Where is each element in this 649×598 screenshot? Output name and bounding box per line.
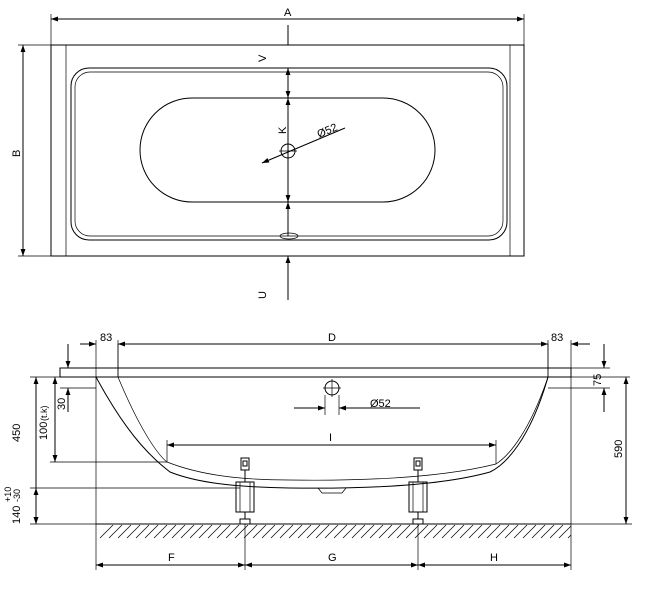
hatch-stroke (306, 524, 321, 539)
hatch-stroke (135, 524, 150, 539)
hatch-stroke (486, 524, 501, 539)
hatch-stroke (261, 524, 276, 539)
tub-inner-basin (70, 67, 508, 241)
hatch-stroke (297, 524, 312, 539)
hatch-stroke (540, 524, 555, 539)
hatch-stroke (531, 524, 546, 539)
drain-diameter-label: Ø52 (315, 122, 339, 141)
hatch-stroke (423, 524, 438, 539)
hatch-stroke (189, 524, 204, 539)
hatch-stroke (126, 524, 141, 539)
hatch-stroke (117, 524, 132, 539)
tub-side-body-inner (117, 344, 549, 481)
top-view: Ø52 V K U A B (11, 7, 525, 300)
dim-I-label: I (329, 432, 332, 444)
dim-590-label: 590 (613, 440, 625, 458)
dim-D-label: D (328, 332, 336, 344)
hatch-stroke (567, 534, 572, 539)
hatch-stroke (468, 524, 483, 539)
hatch-stroke (477, 524, 492, 539)
hatch-stroke (207, 524, 222, 539)
hatch-stroke (441, 524, 456, 539)
dim-83-right-label: 83 (551, 332, 563, 344)
hatch-stroke (495, 524, 510, 539)
hatch-stroke (360, 524, 375, 539)
hatch-stroke (252, 524, 267, 539)
hatch-stroke (387, 524, 402, 539)
tub-side-rim (59, 367, 572, 378)
hatch-stroke (504, 524, 519, 539)
tub-side-body-outer (95, 376, 549, 489)
hatch-stroke (396, 524, 411, 539)
hatch-stroke (432, 524, 447, 539)
dim-100-label: 100 (38, 422, 50, 440)
hatch-stroke (198, 524, 213, 539)
leg-left (235, 457, 255, 525)
hatch-stroke (324, 524, 339, 539)
dim-83-left-label: 83 (100, 332, 112, 344)
hatch-stroke (153, 524, 168, 539)
hatch-stroke (549, 524, 564, 539)
hatch-stroke (162, 524, 177, 539)
dim-140-label: 140 (11, 506, 23, 524)
hatch-stroke (333, 524, 348, 539)
hatch-stroke (243, 524, 258, 539)
hatch-stroke (171, 524, 186, 539)
dim-140-tol-plus: +10 (3, 487, 13, 502)
hatch-stroke (522, 524, 537, 539)
hatch-stroke (459, 524, 474, 539)
hatch-stroke (414, 524, 429, 539)
dim-100-note: (t.k) (39, 406, 49, 422)
hatch-stroke (180, 524, 195, 539)
dim-A-label: A (284, 7, 292, 19)
hatch-stroke (270, 524, 285, 539)
dim-H-label: H (490, 552, 498, 564)
hatch-stroke (216, 524, 231, 539)
hatch-stroke (288, 524, 303, 539)
hatch-stroke (450, 524, 465, 539)
hatch-stroke (315, 524, 330, 539)
hatch-stroke (378, 524, 393, 539)
dim-30-label: 30 (56, 398, 68, 410)
hatch-stroke (108, 524, 123, 539)
leg-right (408, 457, 428, 525)
hatch-stroke (369, 524, 384, 539)
dim-140-tol-minus: -30 (12, 489, 22, 502)
hatch-stroke (351, 524, 366, 539)
dim-F-label: F (168, 552, 175, 564)
dim-B-label: B (11, 150, 23, 157)
hatch-stroke (279, 524, 294, 539)
dim-V-label: V (257, 54, 269, 62)
hatch-stroke (225, 524, 240, 539)
dim-450-label: 450 (11, 424, 23, 442)
dim-75-label: 75 (592, 374, 604, 386)
dim-K-label: K (277, 126, 289, 134)
overflow-diameter-label: Ø52 (370, 398, 391, 410)
side-view: Ø52 (3, 332, 632, 570)
hatch-stroke (513, 524, 528, 539)
hatch-stroke (144, 524, 159, 539)
floor-hatching (99, 524, 572, 539)
hatch-stroke (558, 525, 572, 539)
hatch-stroke (342, 524, 357, 539)
hatch-stroke (99, 524, 114, 539)
overflow-outline (279, 232, 299, 240)
dim-G-label: G (328, 552, 337, 564)
dim-U-label: U (257, 291, 269, 299)
hatch-stroke (234, 524, 249, 539)
drain-diameter-leader (261, 127, 346, 164)
hatch-stroke (405, 524, 420, 539)
